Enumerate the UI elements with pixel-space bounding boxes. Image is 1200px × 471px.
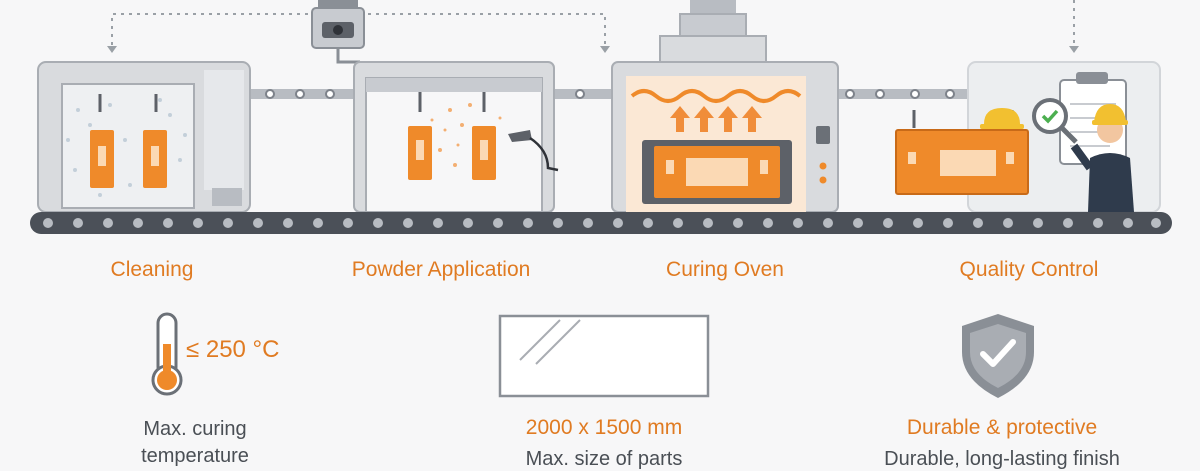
max-temperature-caption: Max. curing temperature [141, 418, 249, 468]
panel-icon [498, 314, 710, 398]
camera-unit [311, 0, 365, 64]
thermometer-icon [151, 312, 183, 396]
overhead-rail [40, 89, 1160, 99]
finish-desc: Durable, long-lasting finish [884, 448, 1120, 470]
shield-check-icon [962, 314, 1034, 398]
powder-booth [353, 61, 559, 213]
stage-label-powder-application: Powder Application [351, 258, 531, 281]
curing-oven [611, 0, 839, 213]
conveyor-belt [30, 212, 1172, 234]
stage-label-quality-control: Quality Control [959, 258, 1099, 281]
max-temperature-value: ≤ 250 °C [186, 336, 280, 363]
max-temperature-desc-line2: temperature [141, 445, 249, 467]
cleaning-machine [37, 61, 251, 213]
stage-label-curing-oven: Curing Oven [666, 258, 784, 281]
finish-block: Durable & protective Durable, long-lasti… [884, 416, 1120, 471]
max-size-block: 2000 x 1500 mm Max. size of parts [526, 416, 683, 471]
quality-station [895, 61, 1161, 213]
max-size-desc: Max. size of parts [525, 448, 683, 470]
max-size-value: 2000 x 1500 mm [525, 416, 683, 439]
max-temperature-desc-line1: Max. curing [143, 418, 247, 440]
dotted-routing [111, 0, 1075, 45]
finish-title: Durable & protective [906, 416, 1098, 439]
stage-label-cleaning: Cleaning [110, 258, 194, 281]
